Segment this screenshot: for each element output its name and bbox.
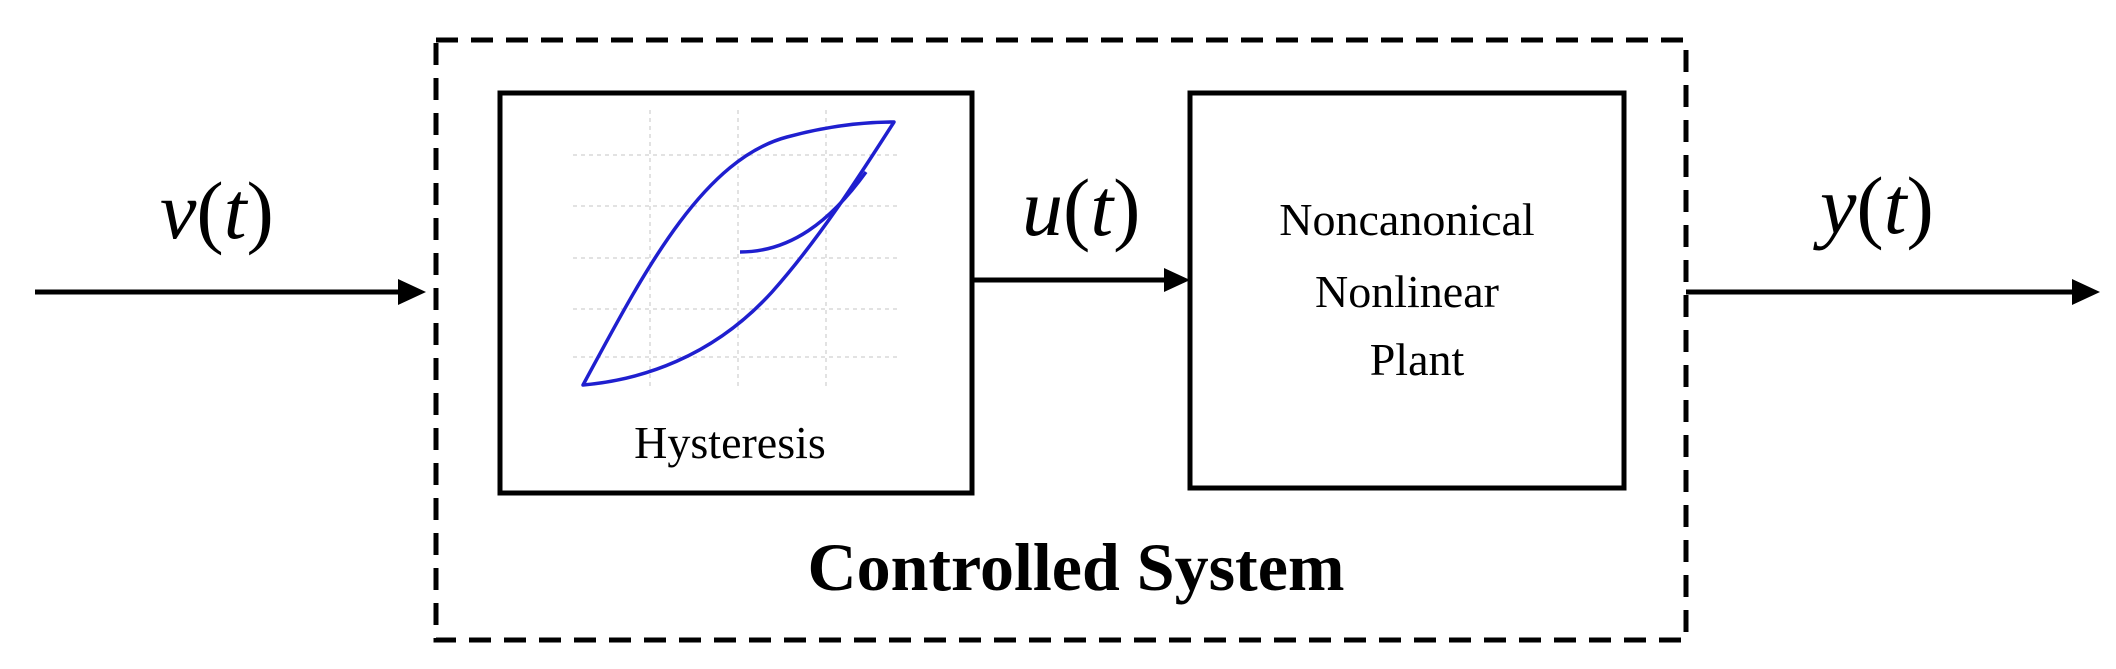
controlled-system-label: Controlled System — [807, 529, 1344, 605]
controlled-system-boundary — [433, 37, 1689, 643]
hysteresis-curve — [581, 120, 896, 387]
hysteresis-grid — [573, 110, 900, 390]
hysteresis-block — [497, 90, 975, 496]
output-arrowhead — [2072, 279, 2100, 305]
plant-label-line-2: Nonlinear — [1315, 266, 1499, 317]
hysteresis-plot — [573, 110, 900, 390]
plant-label-line-3: Plant — [1370, 334, 1465, 385]
hysteresis-initial-branch — [739, 170, 868, 254]
input-signal-label: v(t) — [160, 165, 274, 256]
plant-block — [1187, 90, 1627, 491]
output-signal-label: y(t) — [1813, 160, 1934, 251]
intermediate-arrowhead — [1164, 268, 1190, 292]
plant-label-line-1: Noncanonical — [1279, 194, 1534, 245]
intermediate-signal-label: u(t) — [1022, 162, 1140, 253]
hysteresis-label: Hysteresis — [634, 417, 826, 468]
input-arrowhead — [398, 279, 426, 305]
